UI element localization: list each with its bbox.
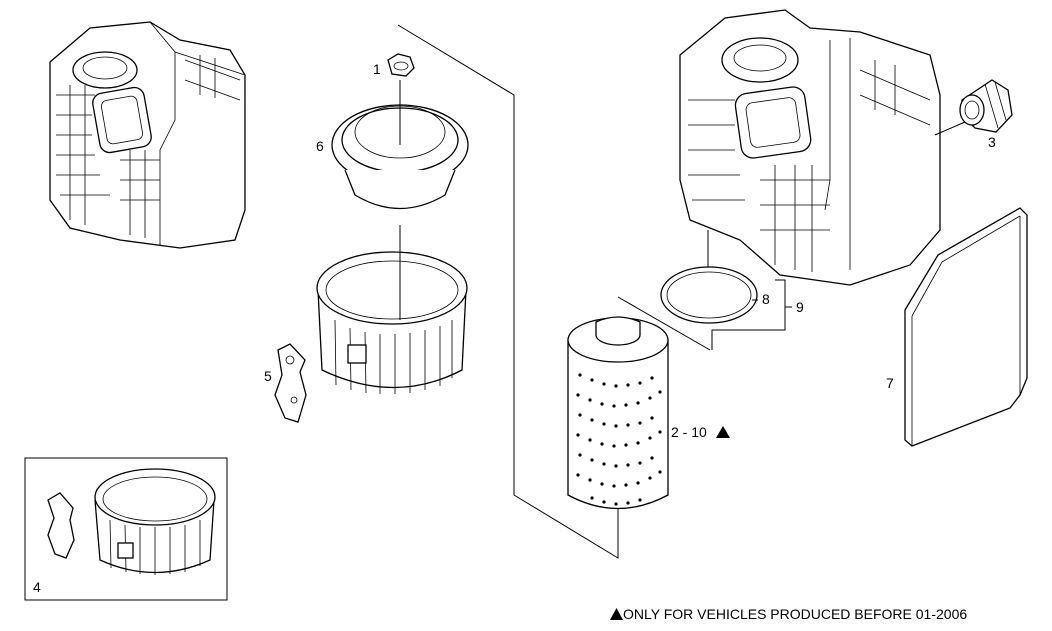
- filter-bowl-illustration: [316, 251, 468, 394]
- inset-bowl-illustration: [94, 468, 216, 575]
- callout-7: 7: [886, 375, 894, 391]
- callout-9: 9: [796, 299, 804, 315]
- footnote: ONLY FOR VEHICLES PRODUCED BEFORE 01-200…: [610, 606, 967, 622]
- leader-housing-3: [934, 121, 966, 136]
- flat-panel-illustration: [904, 207, 1028, 447]
- callout-4: 4: [33, 579, 41, 595]
- housing-right-illustration: [679, 9, 941, 286]
- footnote-text: ONLY FOR VEHICLES PRODUCED BEFORE 01-200…: [623, 606, 968, 622]
- callout-1: 1: [373, 61, 381, 77]
- nut-illustration: [387, 53, 415, 77]
- connector-illustration: [959, 79, 1013, 133]
- footnote-triangle-icon: [610, 608, 623, 620]
- triangle-icon: [716, 426, 730, 438]
- callout-2-10: 2 - 10: [671, 424, 707, 440]
- filter-element-illustration: [567, 316, 669, 510]
- callout-5: 5: [264, 368, 272, 384]
- callout-8: 8: [762, 291, 770, 307]
- assembly-line: [397, 24, 619, 559]
- callout-3: 3: [988, 134, 996, 150]
- callout-6: 6: [316, 138, 324, 154]
- housing-left-illustration: [49, 21, 246, 249]
- leader-filter-gasket: [617, 296, 711, 351]
- bracket-9: [711, 279, 786, 350]
- gasket-ring-illustration: [660, 266, 758, 324]
- inset-clip-illustration: [47, 492, 75, 559]
- clip-illustration: [274, 343, 307, 423]
- inset-box: [24, 457, 228, 601]
